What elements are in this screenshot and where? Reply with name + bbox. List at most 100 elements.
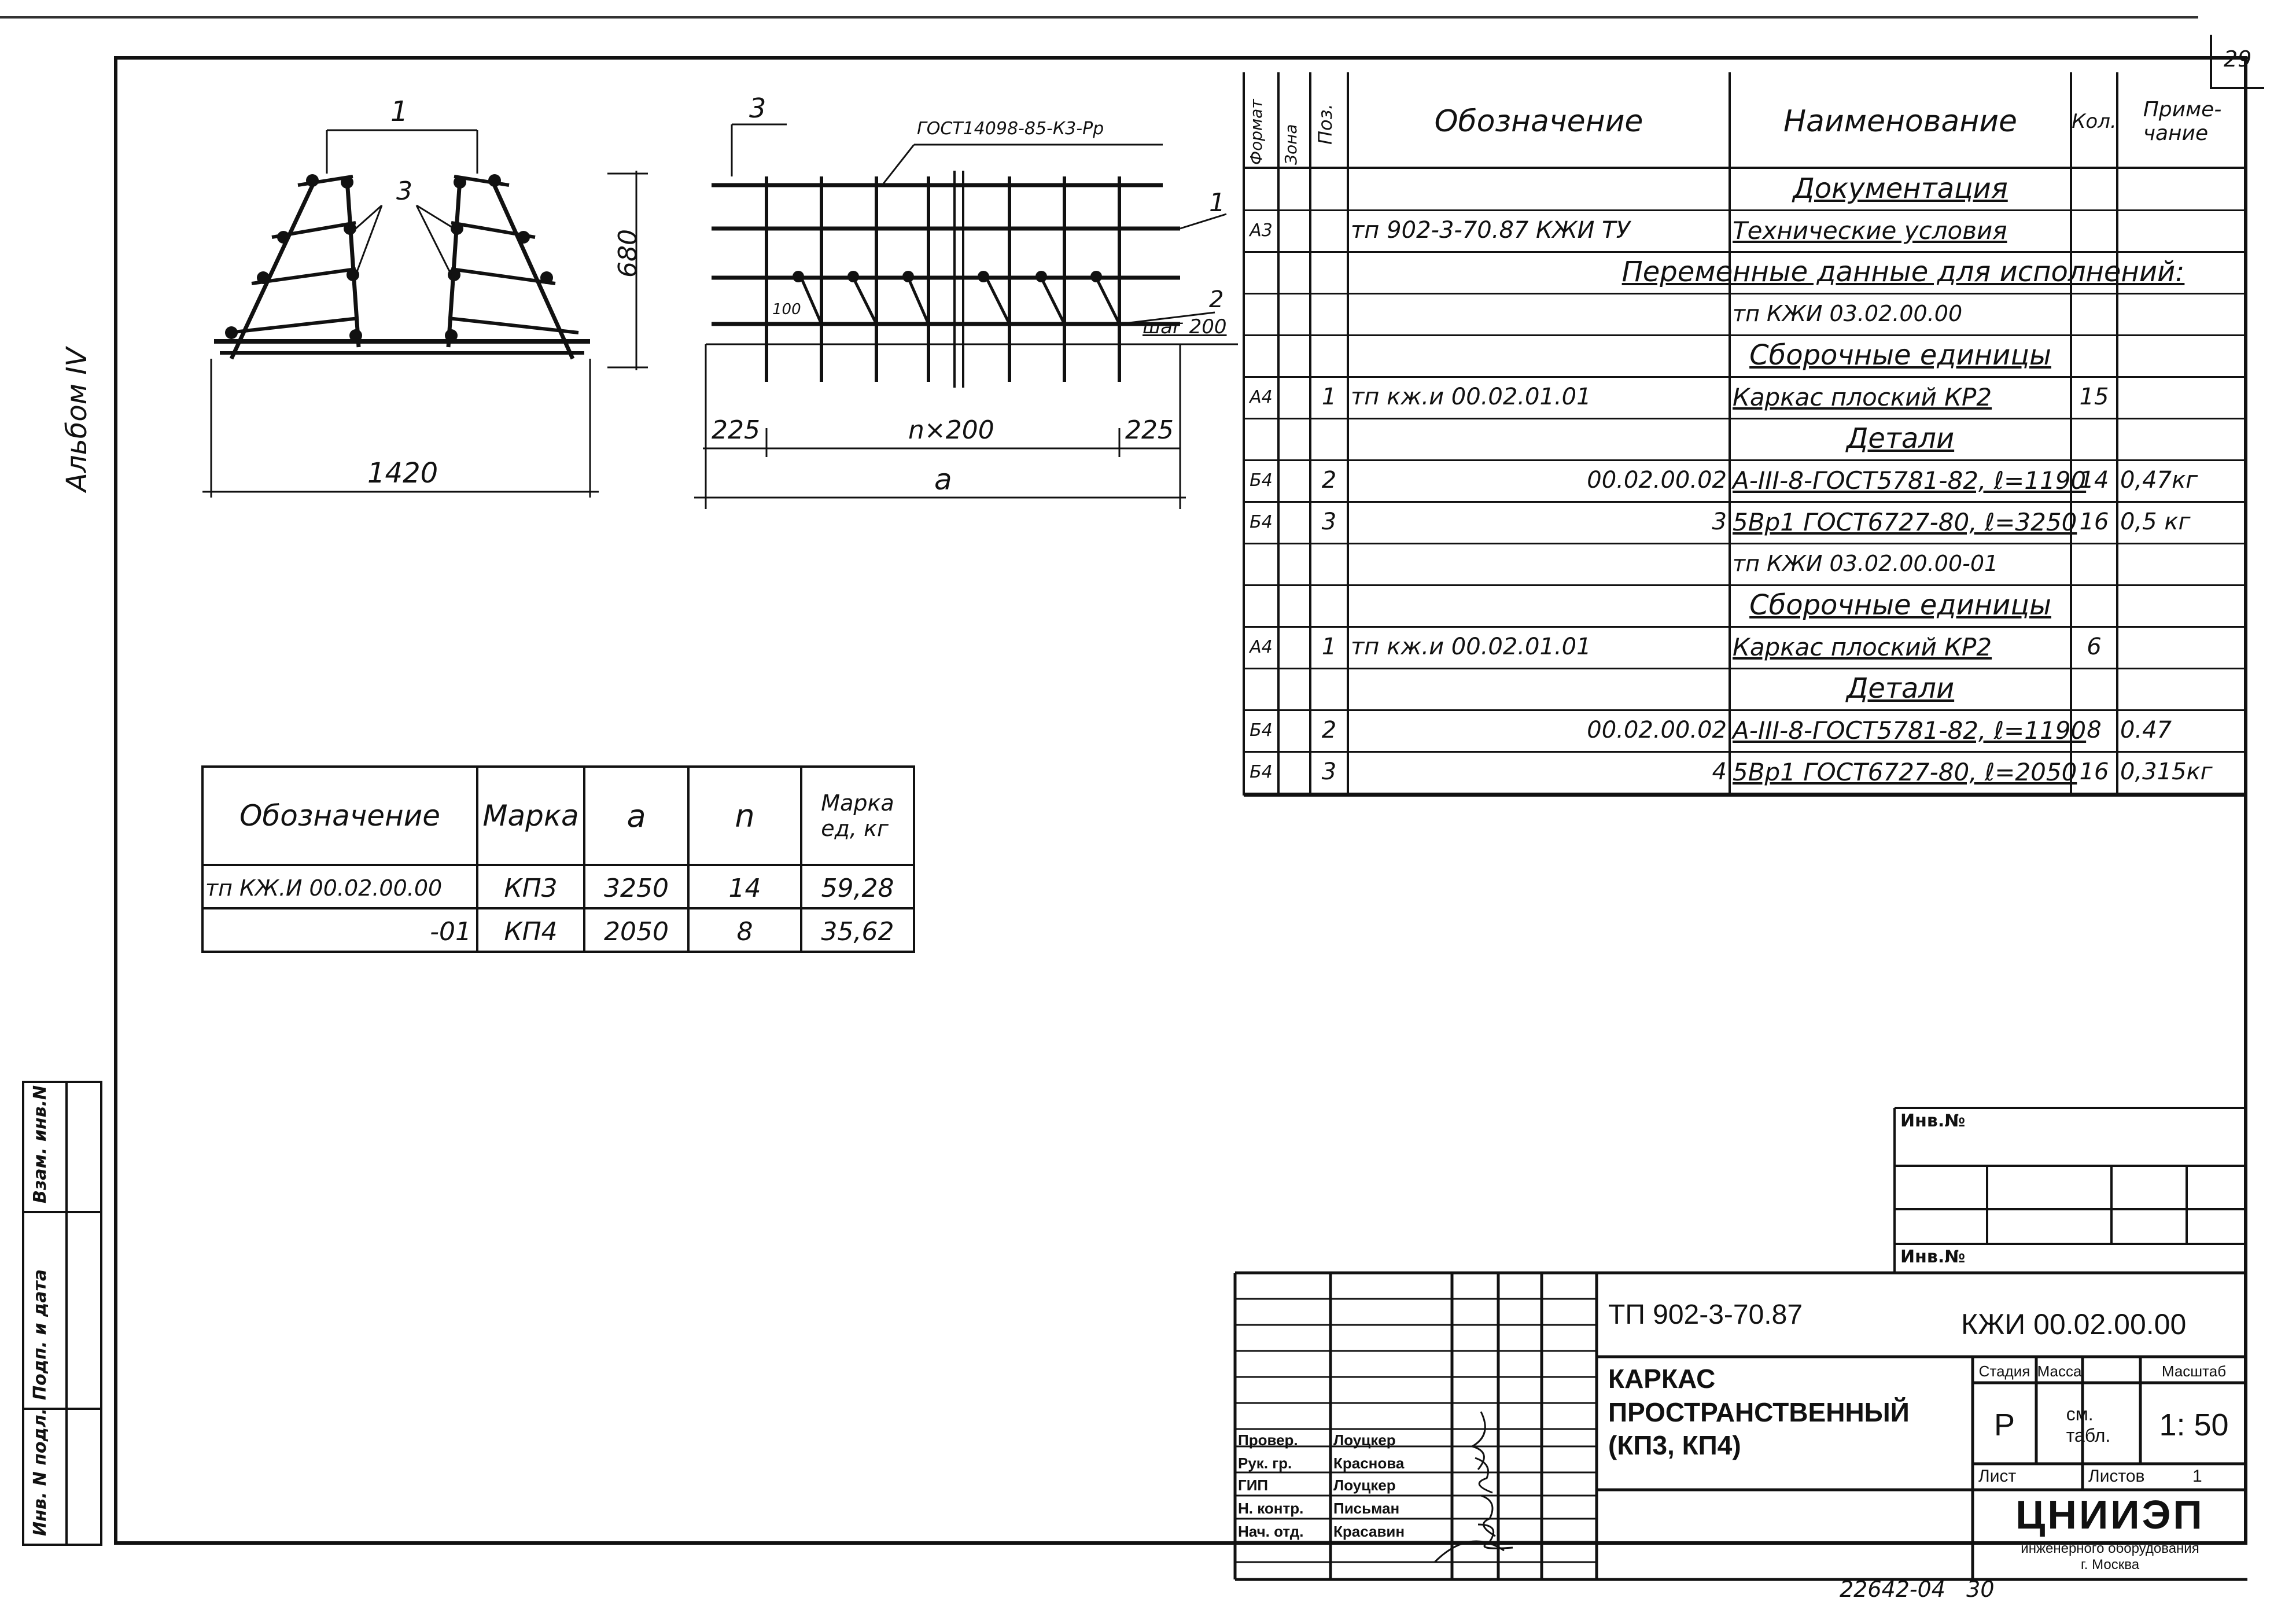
spec-cell-qty: [2071, 668, 2117, 709]
sheet-number: 29: [2224, 46, 2252, 72]
spec-cell-name: тп КЖИ 03.02.00.00: [1733, 301, 1963, 326]
spec-cell-note: [2120, 168, 2247, 209]
spec-cell-pos: [1310, 334, 1348, 376]
spec-cell-name: Каркас плоский КР2: [1733, 382, 1992, 411]
spec-cell-format: [1244, 668, 1278, 709]
spec-cell-pos: 1: [1321, 384, 1337, 410]
spec-row-line: [1244, 418, 2247, 419]
spec-header-zone: Зона: [1281, 124, 1300, 165]
spec-cell-format: А4: [1250, 386, 1273, 407]
cs-pos3: 3: [396, 176, 412, 206]
spec-cell-format: [1244, 293, 1278, 334]
spec-cell-format: А4: [1250, 636, 1273, 657]
spec-row-line: [1244, 251, 2247, 253]
marks-header-designation: Обозначение: [239, 799, 440, 833]
spec-cell-note: 0.47: [2120, 717, 2172, 743]
el-pos2: 2: [1209, 286, 1224, 313]
scale-value: 1: 50: [2159, 1407, 2229, 1442]
spec-header-qty: Кол.: [2072, 110, 2117, 133]
spec-cell-designation: [1351, 584, 1727, 626]
spec-cell-qty: 16: [2079, 758, 2109, 785]
spec-row-line: [1244, 626, 2247, 628]
spec-row-line: [1244, 459, 2247, 461]
spec-cell-name: Каркас плоский КР2: [1733, 632, 1992, 661]
spec-cell-format: [1244, 543, 1278, 584]
spec-cell-designation: тп 902-3-70.87 КЖИ ТУ: [1351, 217, 1630, 244]
spec-cell-note: [2120, 668, 2247, 709]
el-step: шаг 200: [1143, 315, 1227, 338]
spec-cell-name: Сборочные единицы: [1749, 339, 2051, 371]
spec-cell-designation: тп кж.и 00.02.01.01: [1351, 384, 1591, 410]
spec-row-line: [1244, 668, 2247, 669]
project-code: ТП 902-3-70.87: [1608, 1299, 1803, 1330]
spec-cell-name: Детали: [1846, 672, 1955, 705]
el-dim-mid: n×200: [908, 415, 994, 445]
spec-cell-name: 5Вр1 ГОСТ6727-80, ℓ=2050: [1733, 757, 2077, 786]
sheet-label: Лист: [1978, 1467, 2017, 1486]
spec-cell-format: Б4: [1250, 720, 1273, 741]
spec-cell-qty: [2071, 334, 2117, 376]
spec-cell-pos: [1310, 584, 1348, 626]
spec-cell-note: [2120, 418, 2247, 459]
spec-row-line: [1244, 334, 2247, 336]
marks-row2-n: 8: [736, 916, 753, 947]
spec-row-line: [1244, 751, 2247, 753]
marks-row2-designation: -01: [430, 916, 471, 947]
spec-cell-note: 0,5 кг: [2120, 509, 2191, 535]
signature-scribbles: [1433, 1411, 1513, 1563]
spec-cell-name: Документация: [1793, 172, 2008, 205]
spec-cell-note: [2120, 584, 2247, 626]
drawing-title: КАРКАС ПРОСТРАНСТВЕННЫЙ (КП3, КП4): [1608, 1364, 1910, 1460]
drawing-code: КЖИ 00.02.00.00: [1961, 1308, 2187, 1341]
spec-cell-designation: [1351, 334, 1727, 376]
cross-section-drawing: [202, 129, 648, 498]
spec-cell-note: [2120, 293, 2247, 334]
spec-cell-format: [1244, 584, 1278, 626]
spec-cell-format: Б4: [1250, 470, 1273, 491]
spec-cell-note: [2120, 251, 2247, 293]
spec-row-line: [1244, 709, 2247, 711]
drawing-frame: [114, 56, 2247, 1545]
spec-header-pos: Поз.: [1314, 104, 1336, 145]
marks-row2-mass: 35,62: [821, 916, 894, 947]
spec-cell-name: Детали: [1846, 422, 1955, 455]
spec-cell-note: [2120, 209, 2247, 251]
spec-cell-name: А-III-8-ГОСТ5781-82, ℓ=1190: [1733, 466, 2087, 495]
el-pos3: 3: [749, 93, 766, 124]
sheet-number-box: 29: [2210, 35, 2264, 89]
mass-label: Масса: [2037, 1362, 2082, 1380]
el-dim-right: 225: [1125, 415, 1174, 445]
mass-value: см. табл.: [2066, 1403, 2111, 1446]
inv-label-1: Инв.№: [1900, 1111, 1966, 1131]
spec-cell-qty: [2071, 418, 2117, 459]
signatory-role: Провер.: [1238, 1431, 1298, 1449]
spec-cell-designation: тп кж.и 00.02.01.01: [1351, 634, 1591, 660]
spec-cell-qty: 16: [2079, 509, 2109, 535]
spec-cell-pos: 3: [1321, 509, 1337, 535]
cs-width: 1420: [367, 457, 438, 489]
elevation-drawing: [694, 123, 1238, 509]
spec-header-note: Приме- чание: [2143, 98, 2222, 145]
footer-code: 22642-04 30: [1840, 1577, 1995, 1602]
inv-label-2: Инв.№: [1900, 1247, 1966, 1267]
spec-cell-format: [1244, 168, 1278, 209]
spec-cell-qty: [2071, 293, 2117, 334]
spec-cell-note: [2120, 543, 2247, 584]
spec-cell-name: Технические условия: [1733, 216, 2007, 245]
spec-cell-note: [2120, 626, 2247, 668]
el-dim-100: 100: [772, 301, 801, 318]
spec-cell-qty: 14: [2079, 467, 2109, 494]
marks-header-n: n: [735, 797, 755, 834]
scale-label-1: [2083, 1360, 2140, 1383]
title-block-grid: [1233, 1271, 2247, 1581]
signatory-role: Н. контр.: [1238, 1499, 1304, 1517]
spec-cell-designation: 4: [1712, 758, 1727, 785]
spec-cell-name: Переменные данные для исполнений:: [1621, 256, 2185, 288]
spec-cell-qty: 8: [2087, 717, 2102, 743]
spec-cell-format: Б4: [1250, 761, 1273, 782]
spec-cell-pos: 3: [1321, 758, 1337, 785]
spec-cell-pos: 2: [1321, 467, 1337, 494]
spec-cell-pos: [1310, 543, 1348, 584]
marks-header-mass: Марка ед, кг: [821, 790, 894, 841]
